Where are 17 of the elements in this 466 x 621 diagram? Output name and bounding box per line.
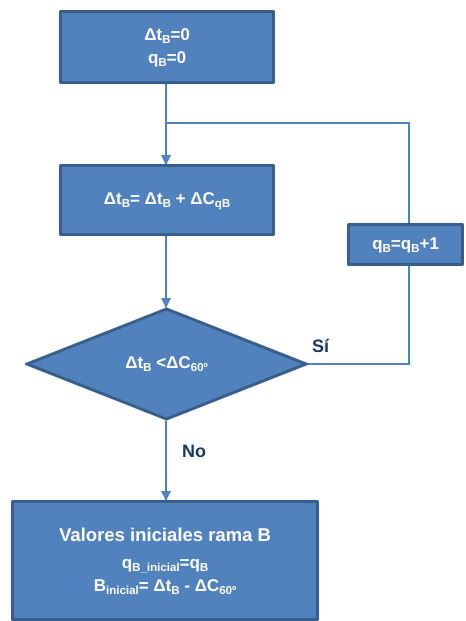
- process-box: [59, 10, 275, 84]
- process-box: [59, 164, 275, 236]
- box-heading: Valores iniciales rama B: [59, 522, 271, 546]
- decision-diamond: [25, 307, 308, 421]
- process-box: [11, 500, 319, 621]
- formula-text: q$_{B_inicial}$=q$_{B}$: [122, 552, 208, 576]
- formula-text: Δt$_{B}$=0: [144, 24, 190, 47]
- arrow: [161, 421, 171, 501]
- arrow: [161, 122, 410, 223]
- arrow: [161, 236, 171, 308]
- connector-line: [308, 266, 410, 365]
- formula-text: Δt$_{B}$= Δt$_{B}$ + ΔC$_{qB}$: [104, 188, 230, 212]
- formula-text: q$_{B}$=q$_{B}$+1: [372, 232, 439, 256]
- formula-text: q$_{B}$=0: [148, 47, 186, 70]
- process-box: [347, 223, 464, 266]
- formula-text: B$_{inicial}$= Δt$_{B}$ - ΔC$_{60º}$: [94, 575, 236, 598]
- formula-text: Δt$_{B}$ <ΔC$_{60º}$: [125, 352, 208, 376]
